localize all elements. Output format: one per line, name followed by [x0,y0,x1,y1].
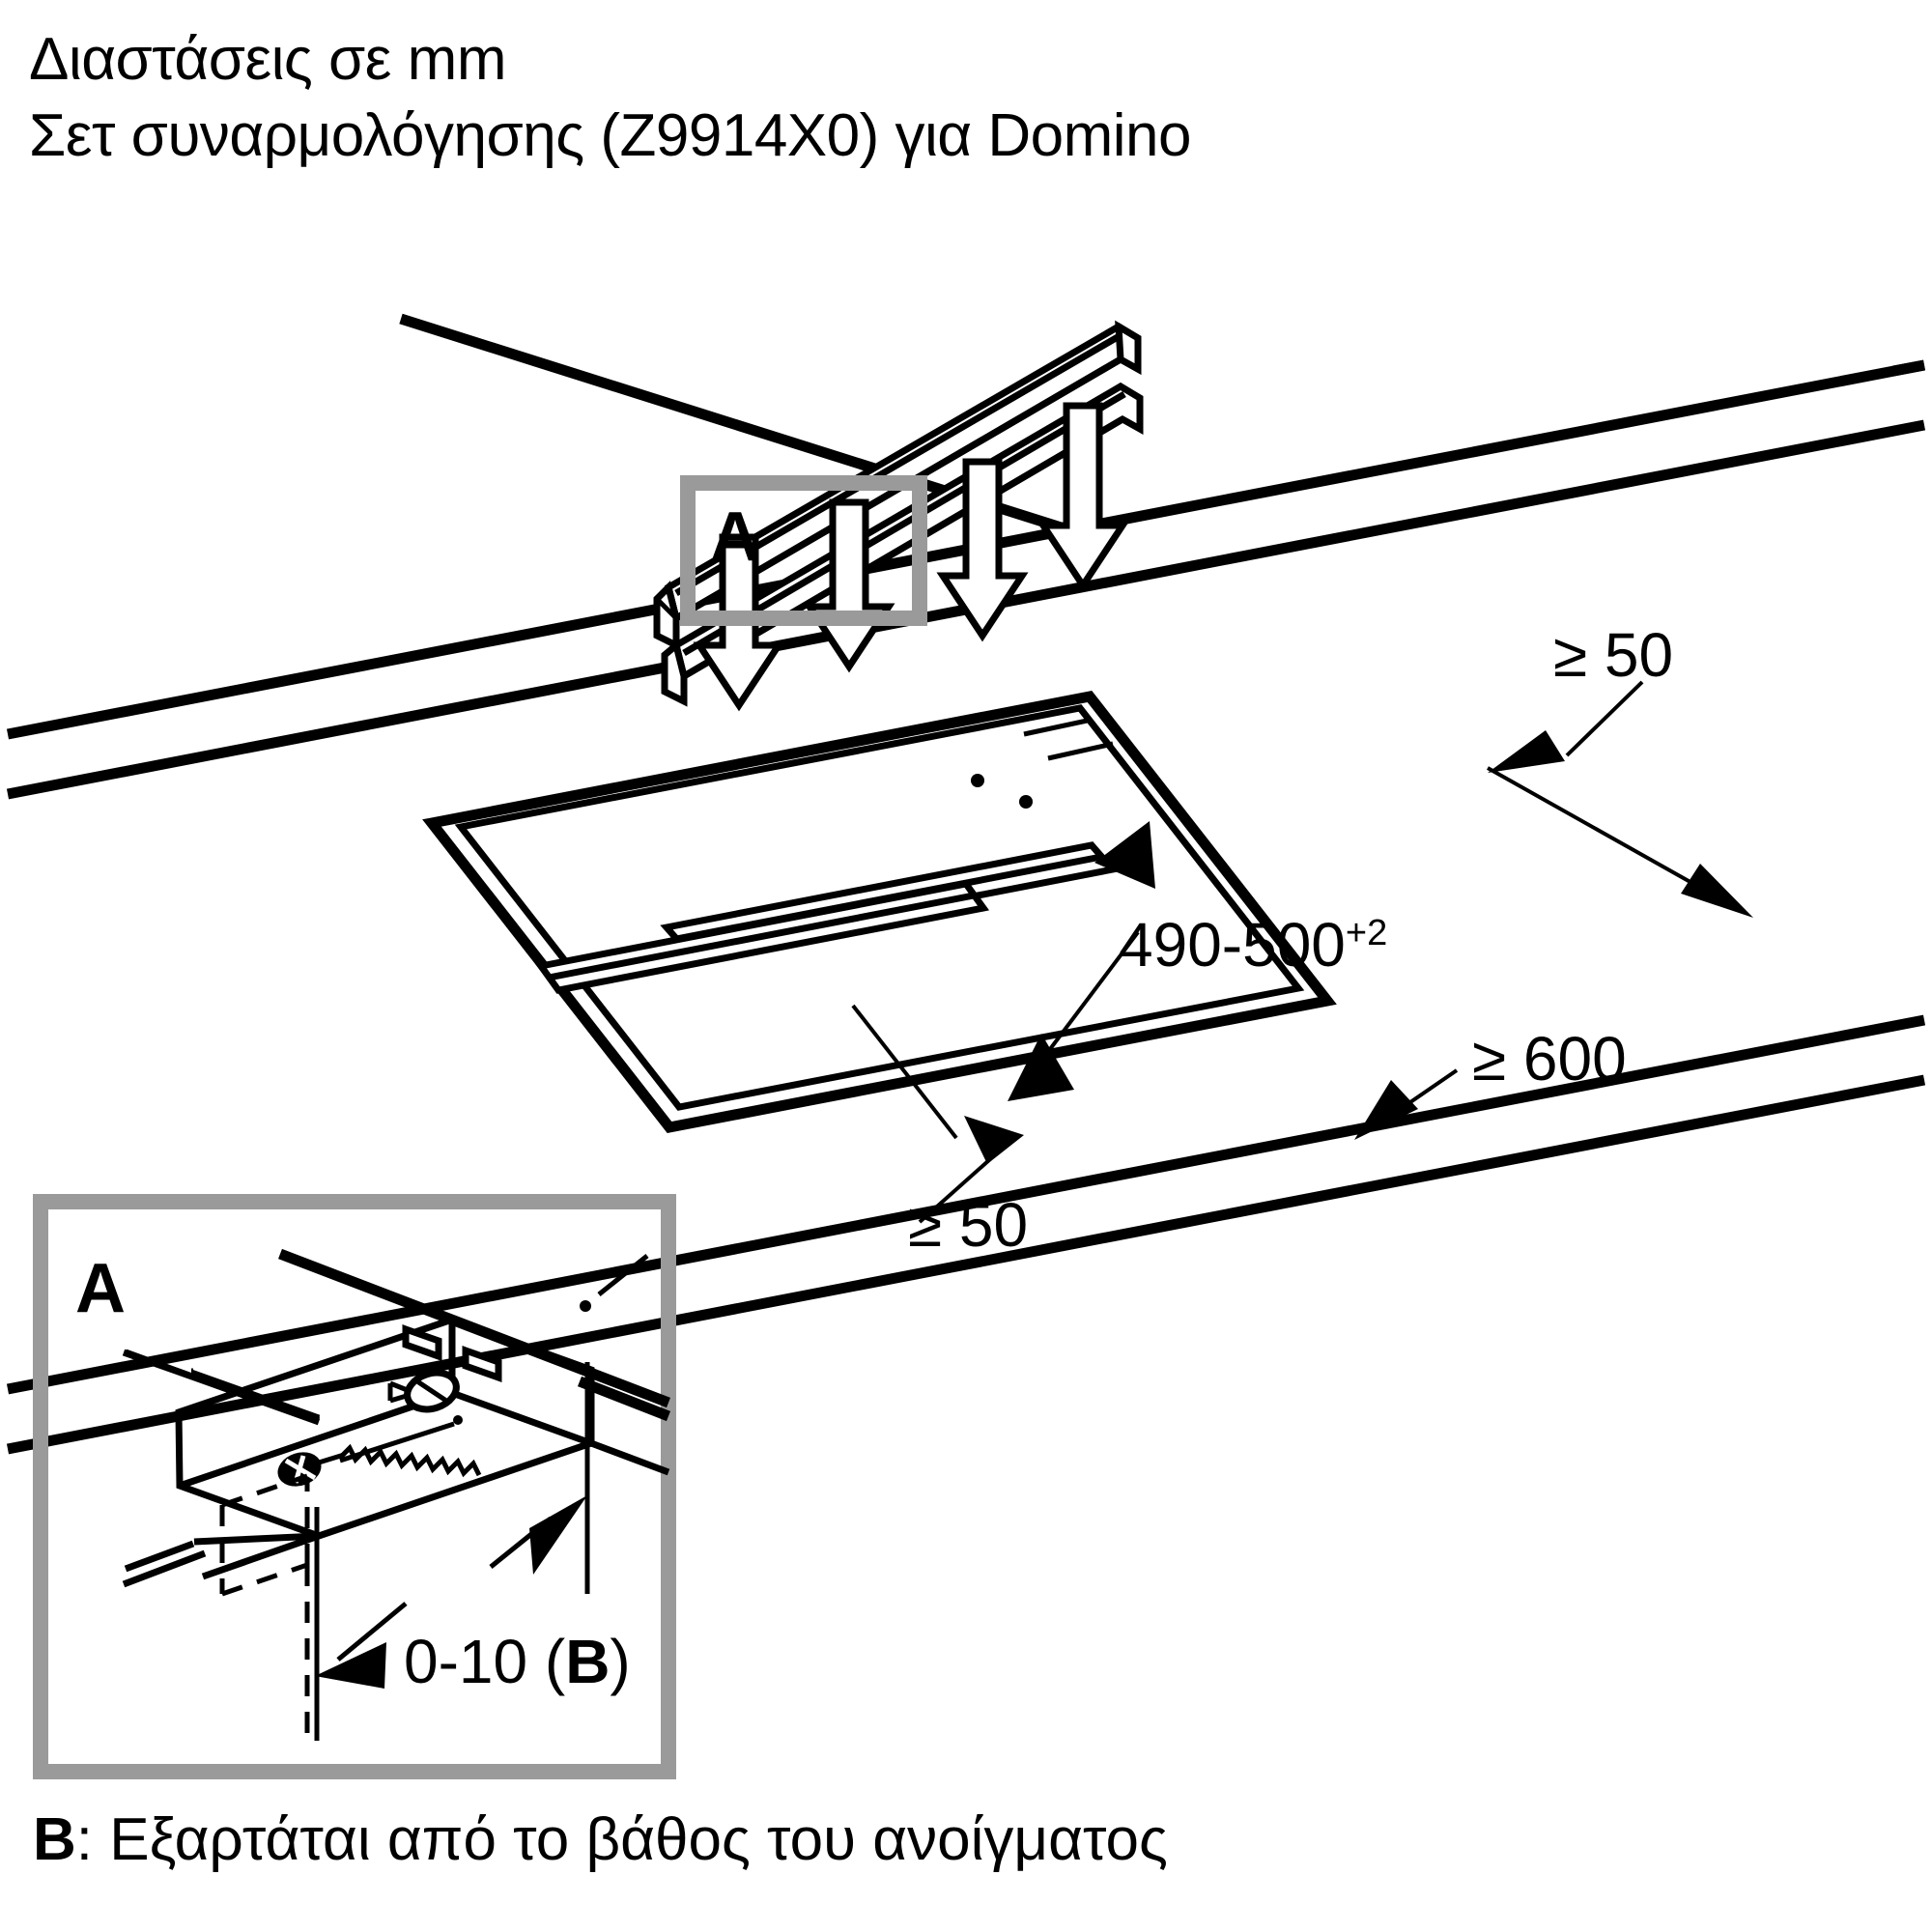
page-title: Διαστάσεις σε mm Σετ συναρμολόγησης (Z99… [29,21,1864,175]
callout-label-a: A [710,498,760,576]
detail-dimension-0-10 [315,1495,587,1689]
callout-box-a [680,475,927,626]
dimension-worktop-depth-label: ≥ 600 [1472,1024,1627,1094]
detail-dimension-label: 0-10 (B) [404,1627,631,1696]
detail-view-content [122,1248,671,1741]
detail-view-label-a: A [75,1250,126,1327]
footnote-caption: Β: Εξαρτάται από το βάθος του ανοίγματος [33,1804,1907,1876]
installed-cross-rail-secondary [534,880,990,994]
dimension-worktop-depth: ≥ 600 [1354,766,1753,1140]
dimension-rear-clearance: ≥ 50 [1488,620,1673,773]
dimension-cutout-width: 490-500+2 [851,695,1387,1140]
detail-view-frame [33,1194,676,1779]
caption-line: Β: Εξαρτάται από το βάθος του ανοίγματος [33,1804,1907,1876]
dimension-front-clearance: ≥ 50 [908,1116,1028,1260]
dimension-cutout-width-label: 490-500+2 [1119,910,1387,980]
detail-hidden-edges [219,1473,310,1739]
dimension-rear-clearance-label: ≥ 50 [1553,620,1673,690]
worktop-cutout [422,690,1337,1134]
title-line-2: Σετ συναρμολόγησης (Z9914X0) για Domino [29,102,1192,170]
screw-icon [277,1415,482,1487]
title-line-1: Διαστάσεις σε mm [29,26,506,93]
caption-ref-b: Β [33,1806,76,1873]
dimension-front-clearance-label: ≥ 50 [908,1190,1028,1260]
caption-text: : Εξαρτάται από το βάθος του ανοίγματος [75,1806,1168,1873]
